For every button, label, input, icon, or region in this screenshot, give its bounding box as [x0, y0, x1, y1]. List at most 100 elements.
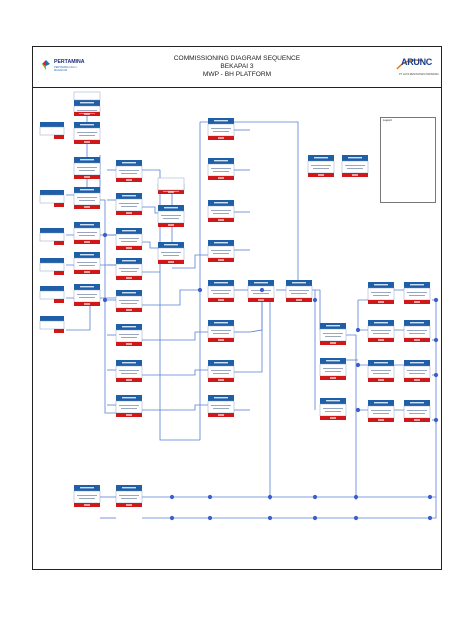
node-header-text: [214, 160, 228, 162]
node-body-text: [121, 173, 137, 174]
node-status-bar: [54, 241, 64, 245]
node-body: [115, 233, 143, 247]
node-status-bar: [54, 329, 64, 333]
node-status-text: [126, 343, 132, 345]
node-body-text: [211, 250, 231, 251]
node-body-text: [371, 292, 391, 293]
node-body: [73, 192, 101, 206]
junction-dot: [197, 287, 203, 293]
diagram-subtitle-platform: MWP - BH PLATFORM: [202, 71, 272, 78]
node-status-text: [330, 342, 336, 344]
node-left-col-2: [73, 122, 101, 144]
diagram-subtitle-project: BEKAPAI 3: [220, 63, 254, 70]
node-body-text: [79, 235, 95, 236]
node-body-text: [407, 292, 427, 293]
connector-line: [142, 206, 160, 214]
node-body: [115, 263, 143, 277]
node-header-text: [326, 400, 340, 402]
node-body-text: [373, 373, 389, 374]
node-body: [39, 126, 65, 136]
connector-line: [142, 331, 208, 341]
junction-dot: [259, 287, 265, 293]
node-body-text: [77, 167, 97, 168]
node-header-text: [80, 124, 94, 126]
node-status-text: [126, 247, 132, 249]
node-left-4: [39, 258, 65, 275]
node-status-text: [218, 414, 224, 416]
node-status-text: [84, 206, 90, 208]
node-col5-7: [207, 360, 235, 382]
junction-dot: [207, 515, 213, 521]
node-body: [207, 325, 235, 339]
node-body: [307, 160, 335, 174]
contractor-swoosh-icon: [396, 59, 424, 70]
connector-line: [234, 300, 263, 373]
node-status-text: [84, 271, 90, 273]
node-col7-1: [285, 280, 313, 302]
node-body-text: [79, 265, 95, 266]
node-header: [40, 228, 64, 233]
junction-dot: [102, 232, 108, 238]
node-header-text: [254, 282, 268, 284]
node-body: [73, 227, 101, 241]
node-col8-1: [319, 323, 347, 345]
node-body: [73, 127, 101, 141]
node-body: [39, 320, 65, 330]
node-header: [40, 316, 64, 321]
pertamina-mark-icon: [42, 60, 50, 70]
node-body-text: [119, 334, 139, 335]
node-body: [403, 325, 431, 339]
node-col5-2: [207, 158, 235, 180]
node-top-right-2: [341, 155, 369, 177]
node-body-text: [325, 371, 341, 372]
pertamina-logo-text: PERTAMINA: [54, 59, 85, 65]
node-header-text: [122, 292, 136, 294]
node-header-text: [80, 254, 94, 256]
node-header-text: [80, 189, 94, 191]
node-header-text: [164, 207, 178, 209]
node-body-text: [325, 411, 341, 412]
node-header-text: [80, 102, 94, 104]
node-header-text: [374, 322, 388, 324]
node-body-text: [161, 252, 181, 253]
node-status-text: [126, 414, 132, 416]
node-body: [39, 194, 65, 204]
node-status-text: [126, 309, 132, 311]
node-body-text: [213, 333, 229, 334]
node-body-text: [345, 165, 365, 166]
contractor-logo-text: ARUNC: [401, 57, 432, 67]
node-status-bar: [54, 299, 64, 303]
legend: Legend: [380, 117, 436, 203]
node-body: [73, 162, 101, 176]
node-header-text: [122, 162, 136, 164]
node-body-text: [77, 232, 97, 233]
node-header-text: [122, 487, 136, 489]
node-body-text: [119, 170, 139, 171]
node-body-text: [373, 413, 389, 414]
node-col2-c: [73, 284, 101, 306]
node-status-text: [84, 141, 90, 143]
node-body: [207, 245, 235, 259]
node-body-text: [163, 218, 179, 219]
node-status-text: [414, 419, 420, 421]
node-body: [115, 295, 143, 309]
node-header-text: [374, 284, 388, 286]
node-body-text: [323, 368, 343, 369]
contractor-logo: ARUNC PT. ACTA RESOURCES INDONESIA: [393, 55, 439, 81]
node-body-text: [211, 370, 231, 371]
node-body: [247, 285, 275, 299]
node-col3-8: [115, 395, 143, 417]
node-col9-1: [367, 282, 395, 304]
node-body: [367, 405, 395, 419]
node-body-text: [409, 413, 425, 414]
node-body-text: [213, 293, 229, 294]
node-body-text: [79, 498, 95, 499]
node-status-text: [84, 113, 90, 115]
node-body-text: [213, 171, 229, 172]
junction-dot: [312, 515, 318, 521]
node-body: [367, 325, 395, 339]
node-body: [73, 490, 101, 504]
node-body-text: [211, 330, 231, 331]
pertamina-logo: PERTAMINA PERTAMINA HULU MAHAKAM: [40, 55, 90, 81]
node-header-text: [122, 195, 136, 197]
